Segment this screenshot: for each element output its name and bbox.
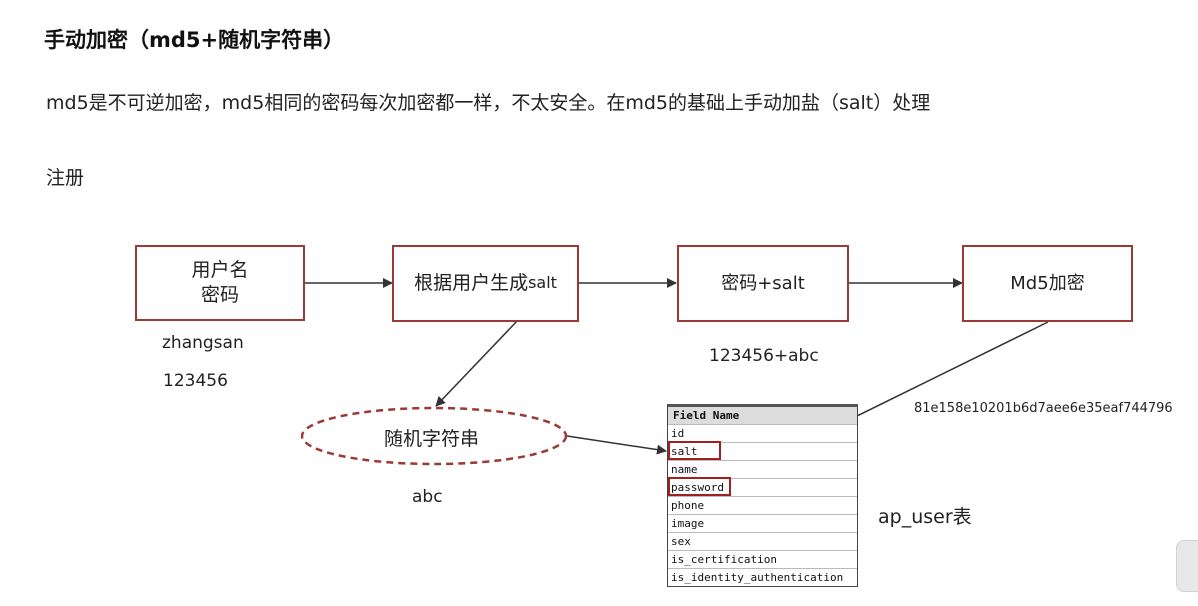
side-panel-handle[interactable] <box>1176 540 1198 592</box>
description-text: md5是不可逆加密，md5相同的密码每次加密都一样，不太安全。在md5的基础上手… <box>46 92 931 114</box>
table-row: salt <box>668 443 857 461</box>
table-row: is_identity_authentication <box>671 571 844 584</box>
salt-field-highlight <box>668 441 721 460</box>
section-heading: 注册 <box>46 167 85 189</box>
page-title: 手动加密（md5+随机字符串） <box>44 28 345 52</box>
password-salt-box: 密码+salt <box>677 245 849 322</box>
generate-salt-prefix: 根据用户生成 <box>414 272 529 295</box>
password-field-highlight <box>668 477 731 496</box>
table-header: Field Name <box>668 407 857 425</box>
user-credentials-box: 用户名 密码 <box>135 245 305 321</box>
username-value: zhangsan <box>162 333 244 353</box>
table-row: image <box>668 515 857 533</box>
salt-value: abc <box>412 487 443 507</box>
table-row: id <box>668 425 857 443</box>
table-row: is_certification <box>668 551 857 569</box>
table-name-label: ap_user表 <box>878 506 972 528</box>
user-box-line1: 用户名 <box>191 259 249 282</box>
password-salt-label: 密码+salt <box>721 272 805 294</box>
table-row: phone <box>668 497 857 515</box>
table-row: sex <box>668 533 857 551</box>
table-row: password <box>668 479 857 497</box>
user-box-line2: 密码 <box>200 284 239 306</box>
generate-salt-suffix: salt <box>528 273 557 293</box>
md5-encrypt-label: Md5加密 <box>1010 272 1085 294</box>
random-string-label: 随机字符串 <box>384 428 480 450</box>
hash-value: 81e158e10201b6d7aee6e35eaf744796 <box>914 401 1173 416</box>
table-row: name <box>668 461 857 479</box>
password-value: 123456 <box>163 371 228 391</box>
md5-encrypt-box: Md5加密 <box>962 245 1133 322</box>
combined-value: 123456+abc <box>709 346 819 366</box>
arrow-random-to-salt-field <box>566 435 667 455</box>
random-string-ellipse <box>300 406 568 466</box>
